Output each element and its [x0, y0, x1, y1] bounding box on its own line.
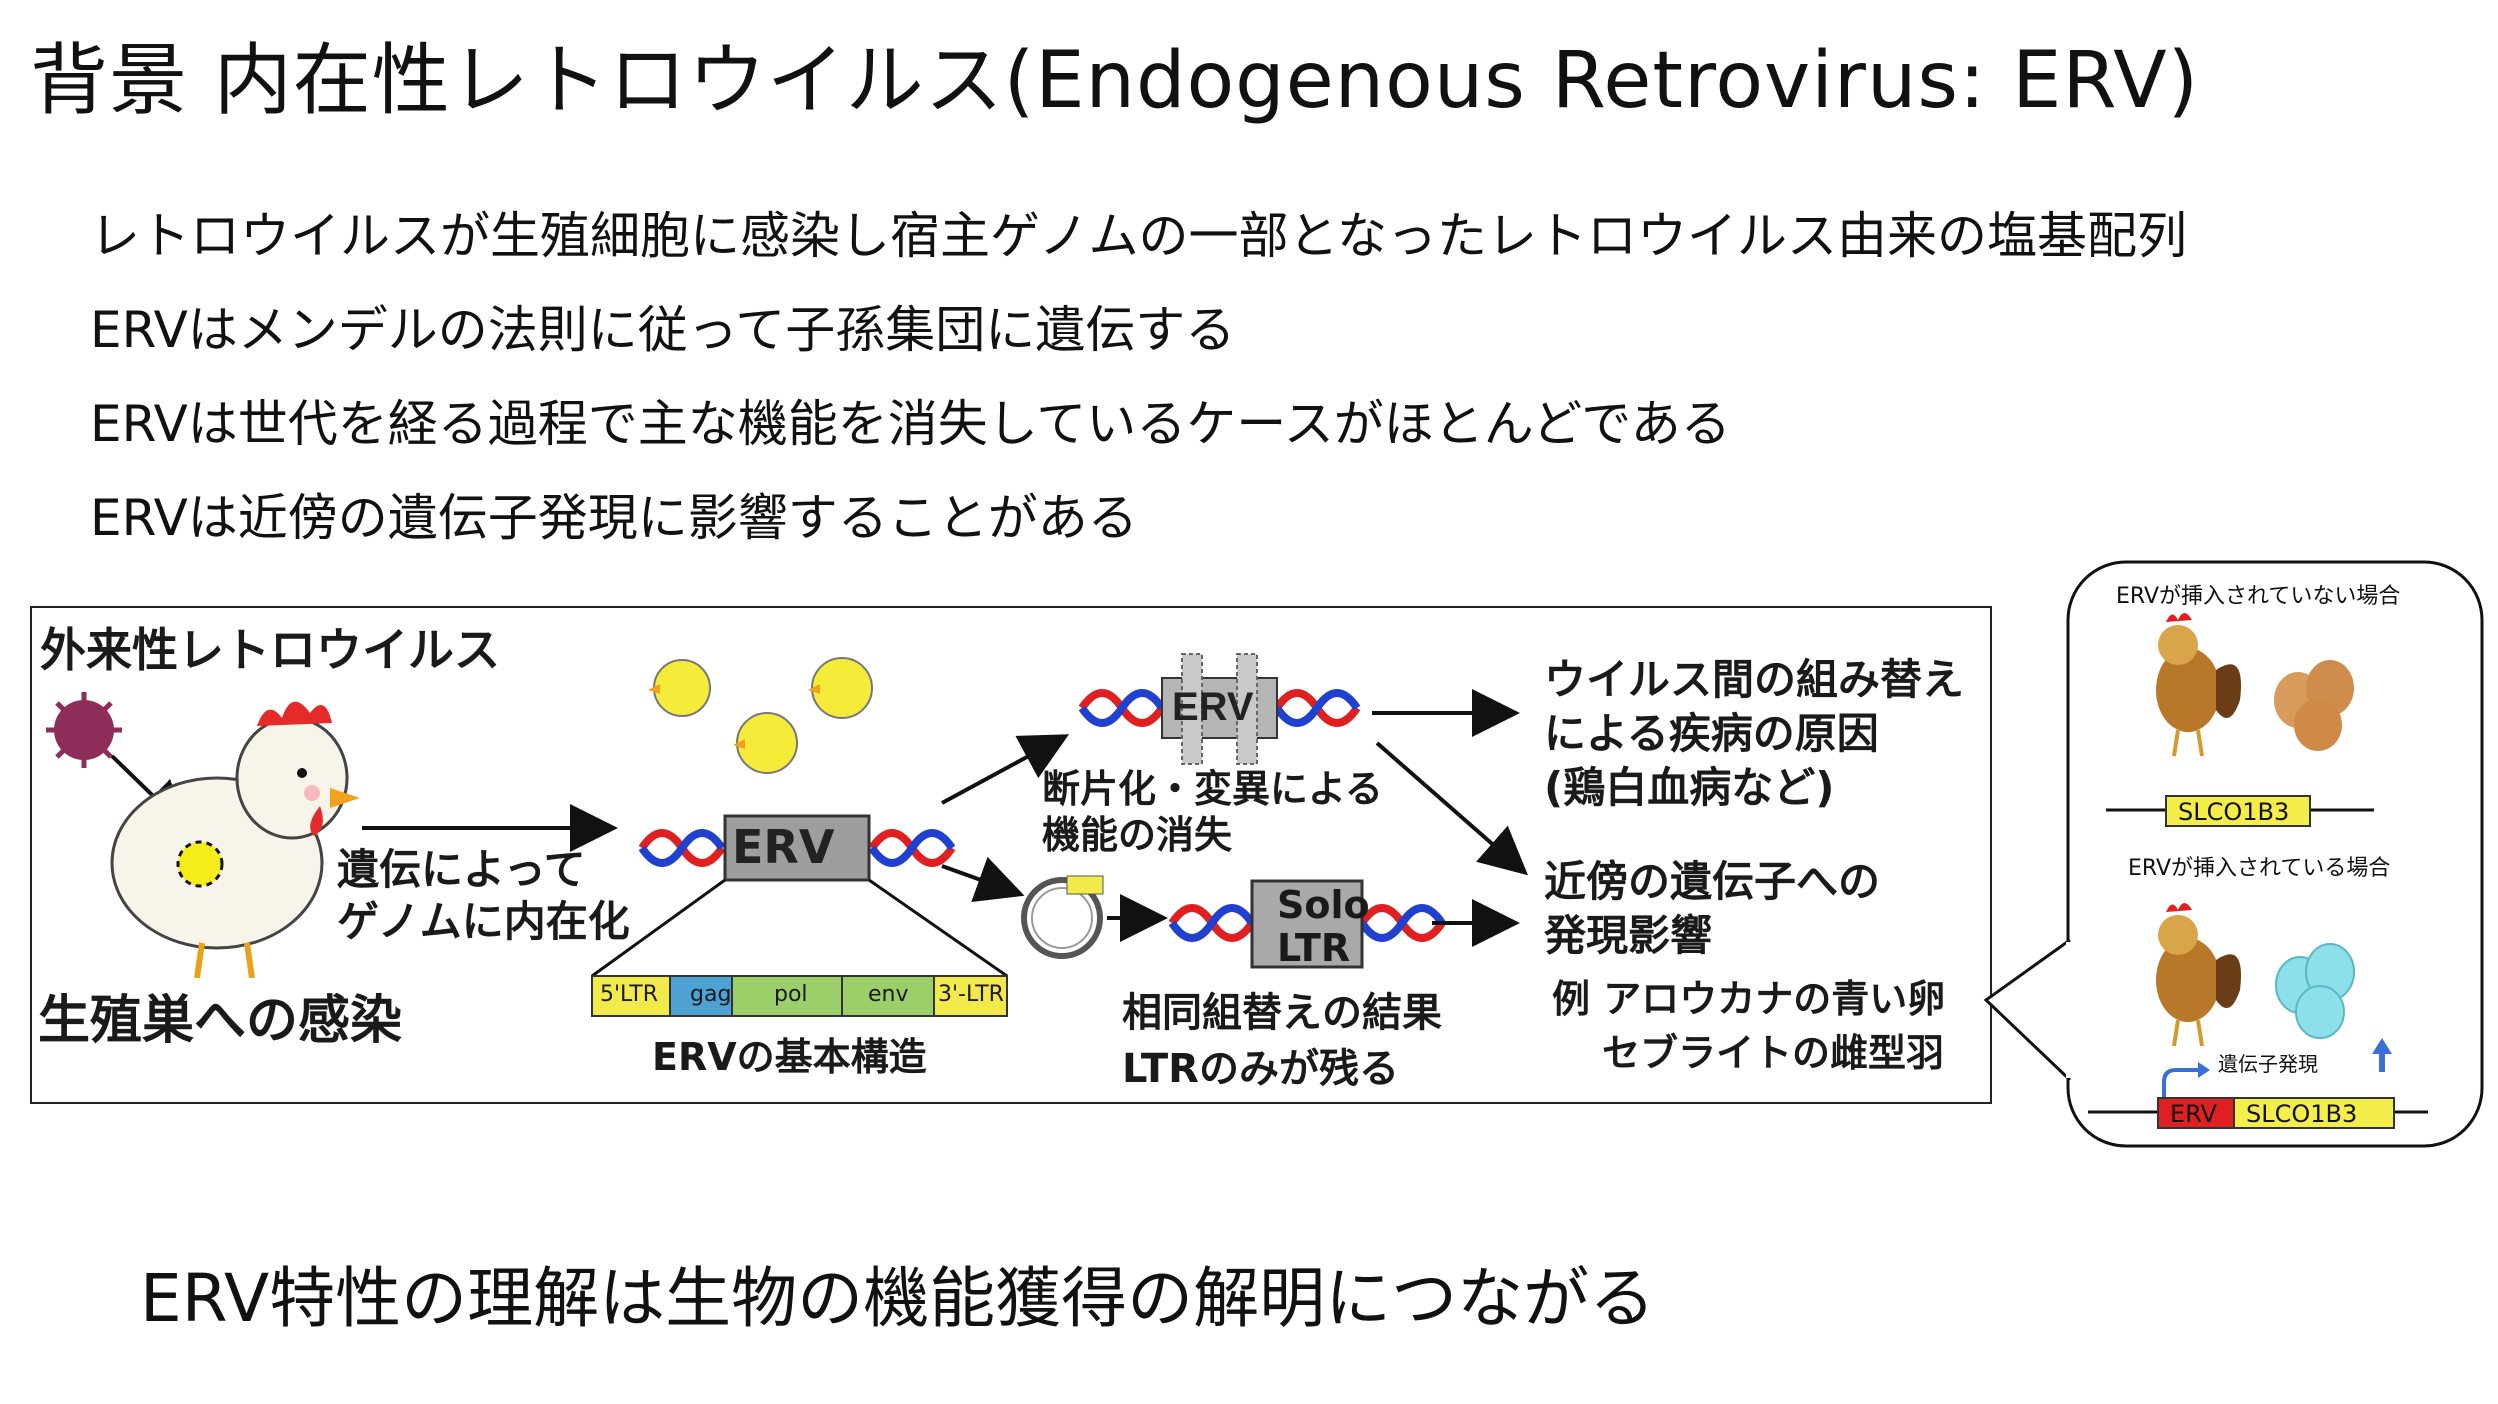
example-label-1: 例 アロウカナの青い卵 — [1552, 977, 1946, 1021]
erv-diagram: ERV 外来性レトロウイルス 生殖巣への感染 遺伝によって ゲノムに内在化 ER… — [30, 606, 1992, 1104]
rooster-icon-bottom — [2156, 903, 2241, 1047]
callout-bubble: ERVが挿入されていない場合 SLCO1B3 ERVが挿入されている場合 遺伝子… — [1978, 560, 2488, 1160]
example-label-2: セブライトの雌型羽 — [1602, 1031, 1945, 1075]
bullet-1: レトロウイルスが生殖細胞に感染し宿主ゲノムの一部となったレトロウイルス由来の塩基… — [90, 207, 2187, 265]
expression-small-label: 遺伝子発現 — [2218, 1052, 2318, 1076]
erv-box-label: ERV — [732, 820, 835, 874]
inherit-label-1: 遺伝によって — [337, 845, 586, 894]
exogenous-label: 外来性レトロウイルス — [40, 623, 500, 677]
no-insert-label: ERVが挿入されていない場合 — [2116, 584, 2401, 609]
segment-pol: pol — [774, 982, 808, 1007]
recombination-label-2: LTRのみが残る — [1122, 1046, 1399, 1092]
brown-eggs-icon — [2274, 660, 2354, 751]
segment-gag: gag — [690, 982, 732, 1007]
disease-label-3: (鶏白血病など) — [1544, 763, 1835, 812]
disease-label-2: による疾病の原因 — [1544, 709, 1879, 758]
gene-label-bottom: SLCO1B3 — [2246, 1100, 2358, 1128]
gene-label-top: SLCO1B3 — [2178, 798, 2290, 826]
erv-structure-bar — [591, 975, 1008, 1017]
callout-graphics — [1983, 560, 2484, 1148]
excised-circle-icon — [1021, 875, 1104, 959]
solo-ltr-label-1: Solo — [1277, 883, 1370, 927]
fragment-label-1: 断片化・変異による — [1042, 767, 1383, 811]
virus-icon — [46, 692, 122, 768]
chick-icon — [648, 657, 873, 774]
solo-ltr-label-2: LTR — [1277, 926, 1351, 970]
blue-eggs-icon — [2275, 943, 2355, 1039]
fragment-label-2: 機能の消失 — [1042, 813, 1233, 857]
segment-5ltr: 5'LTR — [600, 982, 658, 1007]
segment-env: env — [868, 982, 909, 1007]
dna-solo-ltr — [1168, 879, 1446, 969]
expression-label-1: 近傍の遺伝子への — [1544, 857, 1881, 906]
svg-text:ERV: ERV — [1172, 685, 1254, 729]
erv-gene-box: ERV — [2170, 1100, 2217, 1128]
diagram-graphics: ERV — [46, 653, 1529, 1017]
insert-label: ERVが挿入されている場合 — [2128, 856, 2391, 881]
segment-3ltr: 3'-LTR — [938, 982, 1004, 1007]
basic-structure-label: ERVの基本構造 — [652, 1035, 927, 1079]
bullet-2: ERVはメンデルの法則に従って子孫集団に遺伝する — [90, 301, 1236, 359]
conclusion-text: ERV特性の理解は生物の機能獲得の解明につながる — [140, 1260, 1656, 1337]
germline-label: 生殖巣への感染 — [38, 991, 403, 1051]
inherit-label-2: ゲノムに内在化 — [337, 897, 630, 946]
recombination-label-1: 相同組替えの結果 — [1122, 990, 1442, 1036]
bullet-3: ERVは世代を経る過程で主な機能を消失しているケースがほとんどである — [90, 395, 1731, 453]
bullet-4: ERVは近傍の遺伝子発現に影響することがある — [90, 489, 1138, 547]
disease-label-1: ウイルス間の組み替え — [1544, 655, 1965, 704]
expression-label-2: 発現影響 — [1544, 911, 1713, 960]
page-title: 背景 内在性レトロウイルス(Endogenous Retrovirus: ERV… — [30, 36, 2200, 126]
dna-fragmented: ERV — [1078, 653, 1361, 765]
hen-icon — [110, 701, 360, 979]
dna-central — [638, 814, 956, 882]
germline-icon — [176, 840, 224, 888]
rooster-icon-top — [2156, 613, 2241, 757]
